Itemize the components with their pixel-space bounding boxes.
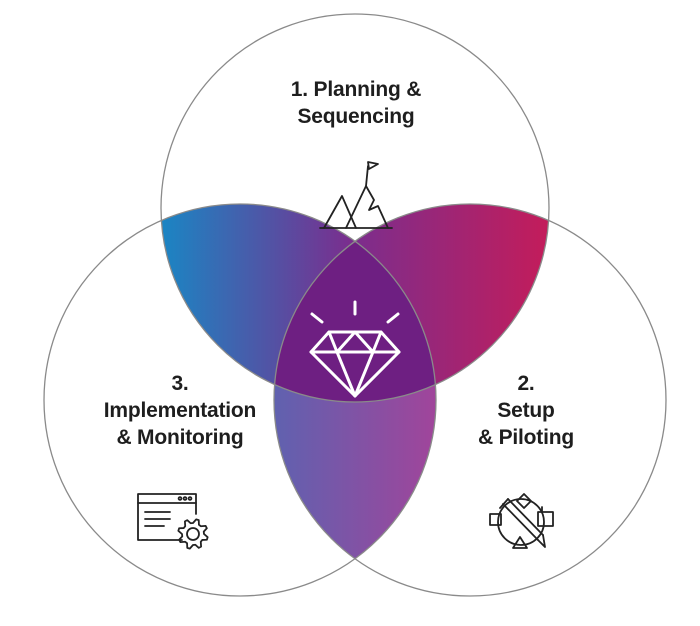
label-implementation-number: 3. xyxy=(171,372,189,395)
label-setup-piloting: 2. Setup & Piloting xyxy=(426,370,626,451)
label-planning-line2: Sequencing xyxy=(297,105,415,128)
label-implementation-line3: & Monitoring xyxy=(116,426,244,449)
circle-setup xyxy=(273,203,667,597)
label-planning-sequencing: 1. Planning & Sequencing xyxy=(256,76,456,130)
diamond-icon xyxy=(309,300,401,398)
label-planning-line1: 1. Planning & xyxy=(290,78,422,101)
browser-gear-icon xyxy=(137,493,209,550)
mountain-flag-icon xyxy=(319,161,393,229)
label-setup-number: 2. xyxy=(517,372,535,395)
gear-icon xyxy=(177,518,209,550)
circle-planning xyxy=(160,13,550,403)
label-implementation-monitoring: 3. Implementation & Monitoring xyxy=(70,370,290,451)
label-implementation-line2: Implementation xyxy=(103,399,257,422)
label-setup-line3: & Piloting xyxy=(478,426,574,449)
tools-shapes-icon xyxy=(489,493,554,549)
label-setup-line2: Setup xyxy=(497,399,555,422)
overlap-center xyxy=(274,204,436,402)
circle-implementation xyxy=(43,203,437,597)
